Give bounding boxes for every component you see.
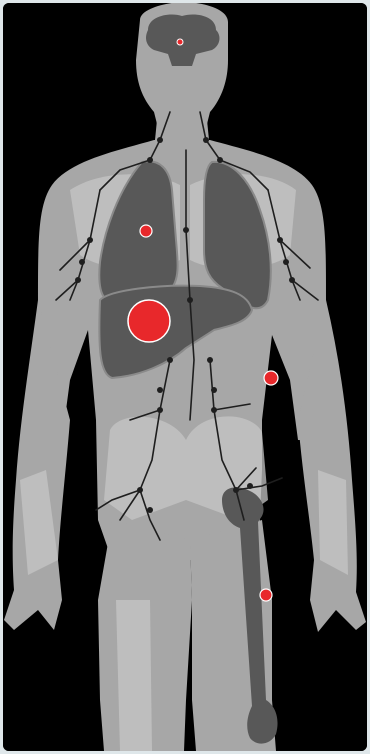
lymph-node (75, 277, 81, 283)
lymph-node (283, 259, 289, 265)
lymph-node (183, 227, 189, 233)
lymph-node (157, 407, 163, 413)
lymph-node (233, 487, 239, 493)
lymph-node (289, 277, 295, 283)
lymph-node (187, 297, 193, 303)
tumor-abdomen (264, 371, 278, 385)
left-shin-bone (116, 600, 152, 751)
lymph-node (217, 157, 223, 163)
right-forearm-shading (318, 470, 348, 575)
tumor-liver (128, 300, 170, 342)
lymph-node (79, 259, 85, 265)
tumor-lung (140, 225, 152, 237)
lymph-node (211, 387, 217, 393)
lymph-node (203, 137, 209, 143)
anatomy-figure (3, 3, 367, 751)
lymph-node (247, 483, 253, 489)
lymph-node (167, 357, 173, 363)
lymph-node (211, 407, 217, 413)
tumor-brain (177, 39, 183, 45)
lymph-node (87, 237, 93, 243)
tumor-femur (260, 589, 272, 601)
lymph-node (147, 157, 153, 163)
lymph-node (137, 487, 143, 493)
lymph-node (277, 237, 283, 243)
lymph-node (147, 507, 153, 513)
anatomy-svg (3, 3, 367, 751)
lymph-node (207, 357, 213, 363)
lymph-node (157, 387, 163, 393)
lymph-node (157, 137, 163, 143)
